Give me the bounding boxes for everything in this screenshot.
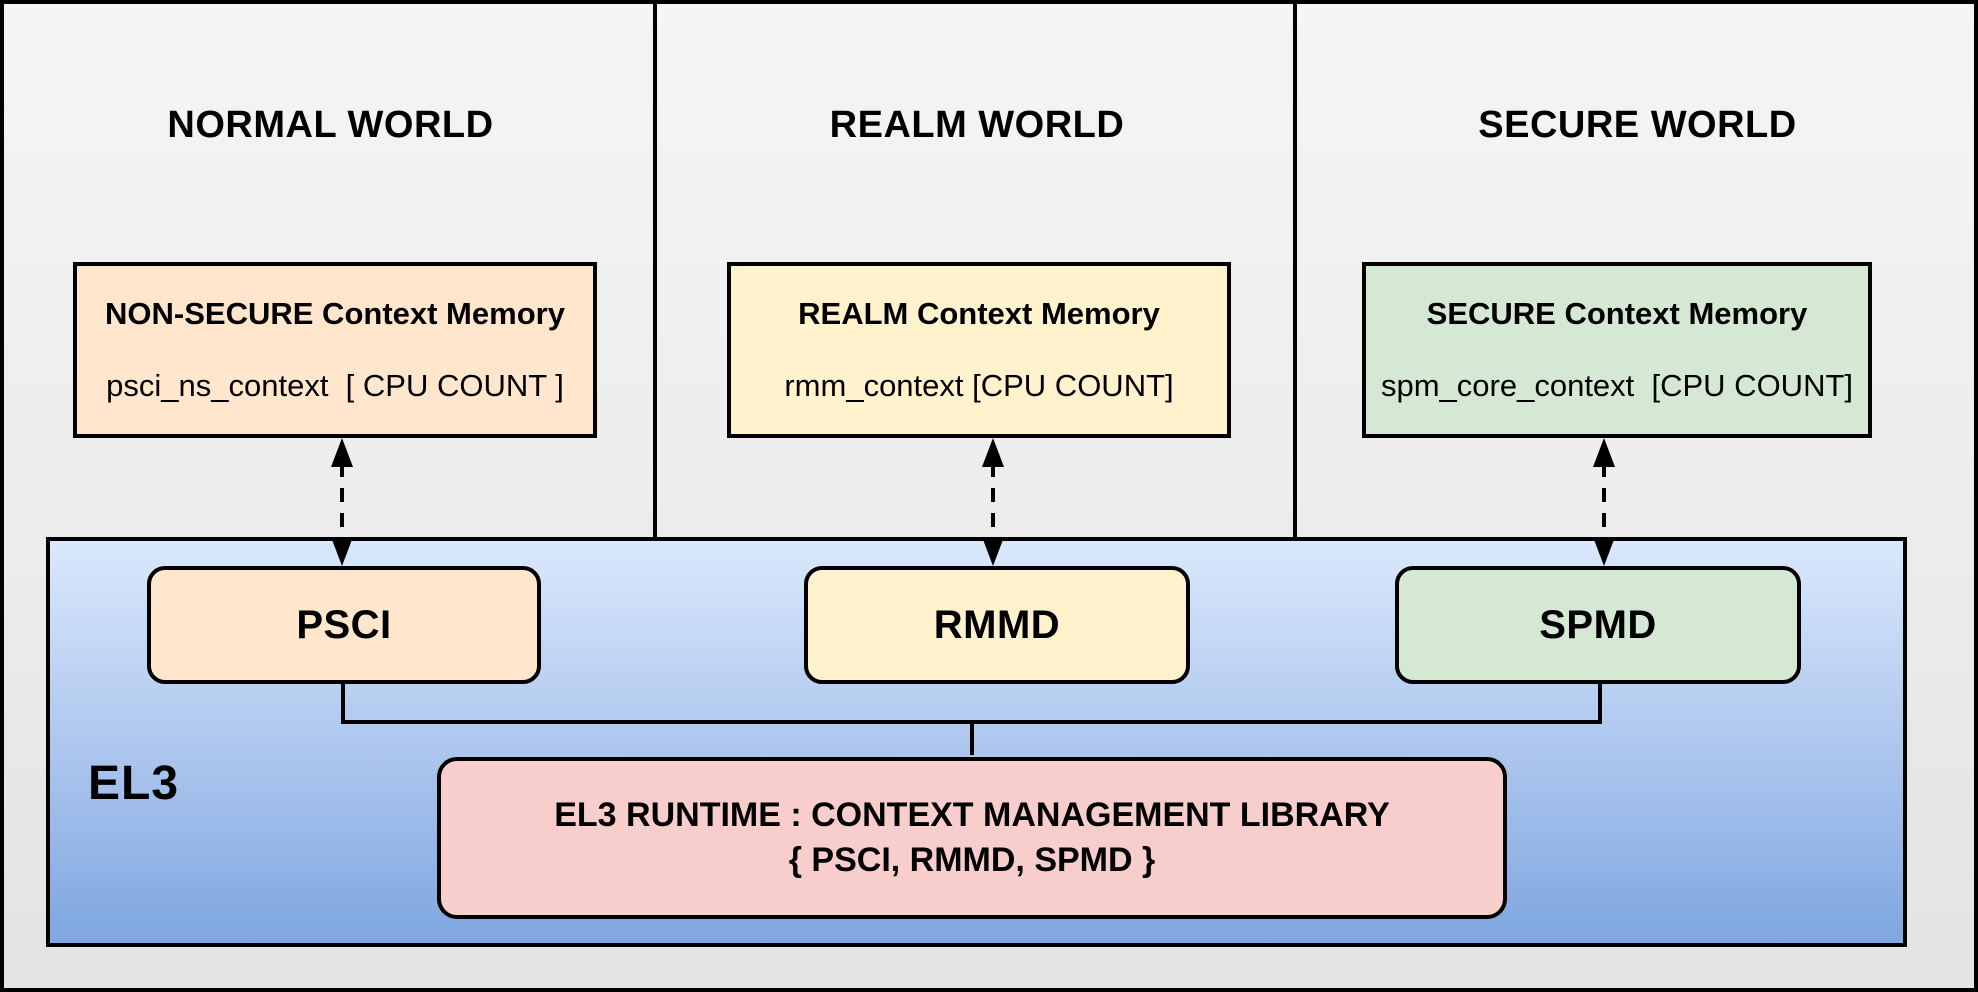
el3-runtime-box: EL3 RUNTIME : CONTEXT MANAGEMENT LIBRARY… [437,757,1507,919]
rmmd-box: RMMD [804,566,1190,684]
normal-world-title: NORMAL WORLD [167,104,494,146]
nonsecure-context-memory-box: NON-SECURE Context Memory psci_ns_contex… [73,262,597,438]
nonsecure-context-memory-variable: psci_ns_context [ CPU COUNT ] [106,368,564,403]
spmd-box: SPMD [1395,566,1801,684]
secure-context-memory-title: SECURE Context Memory [1426,296,1808,331]
secure-context-memory-variable: spm_core_context [CPU COUNT] [1380,368,1854,403]
realm-context-memory-variable: rmm_context [CPU COUNT] [784,368,1174,403]
el3-runtime-line2: { PSCI, RMMD, SPMD } [788,841,1156,879]
psci-box: PSCI [147,566,541,684]
nonsecure-context-memory-title: NON-SECURE Context Memory [105,296,565,331]
realm-world-title: REALM WORLD [829,104,1125,146]
realm-secure-divider [1293,4,1297,537]
secure-context-memory-box: SECURE Context Memory spm_core_context [… [1362,262,1872,438]
secure-world-title: SECURE WORLD [1478,104,1797,146]
el3-runtime-line1: EL3 RUNTIME : CONTEXT MANAGEMENT LIBRARY [554,796,1390,834]
realm-context-memory-title: REALM Context Memory [798,296,1160,331]
normal-realm-divider [653,4,657,537]
el3-label: EL3 [88,757,180,810]
realm-context-memory-box: REALM Context Memory rmm_context [CPU CO… [727,262,1231,438]
